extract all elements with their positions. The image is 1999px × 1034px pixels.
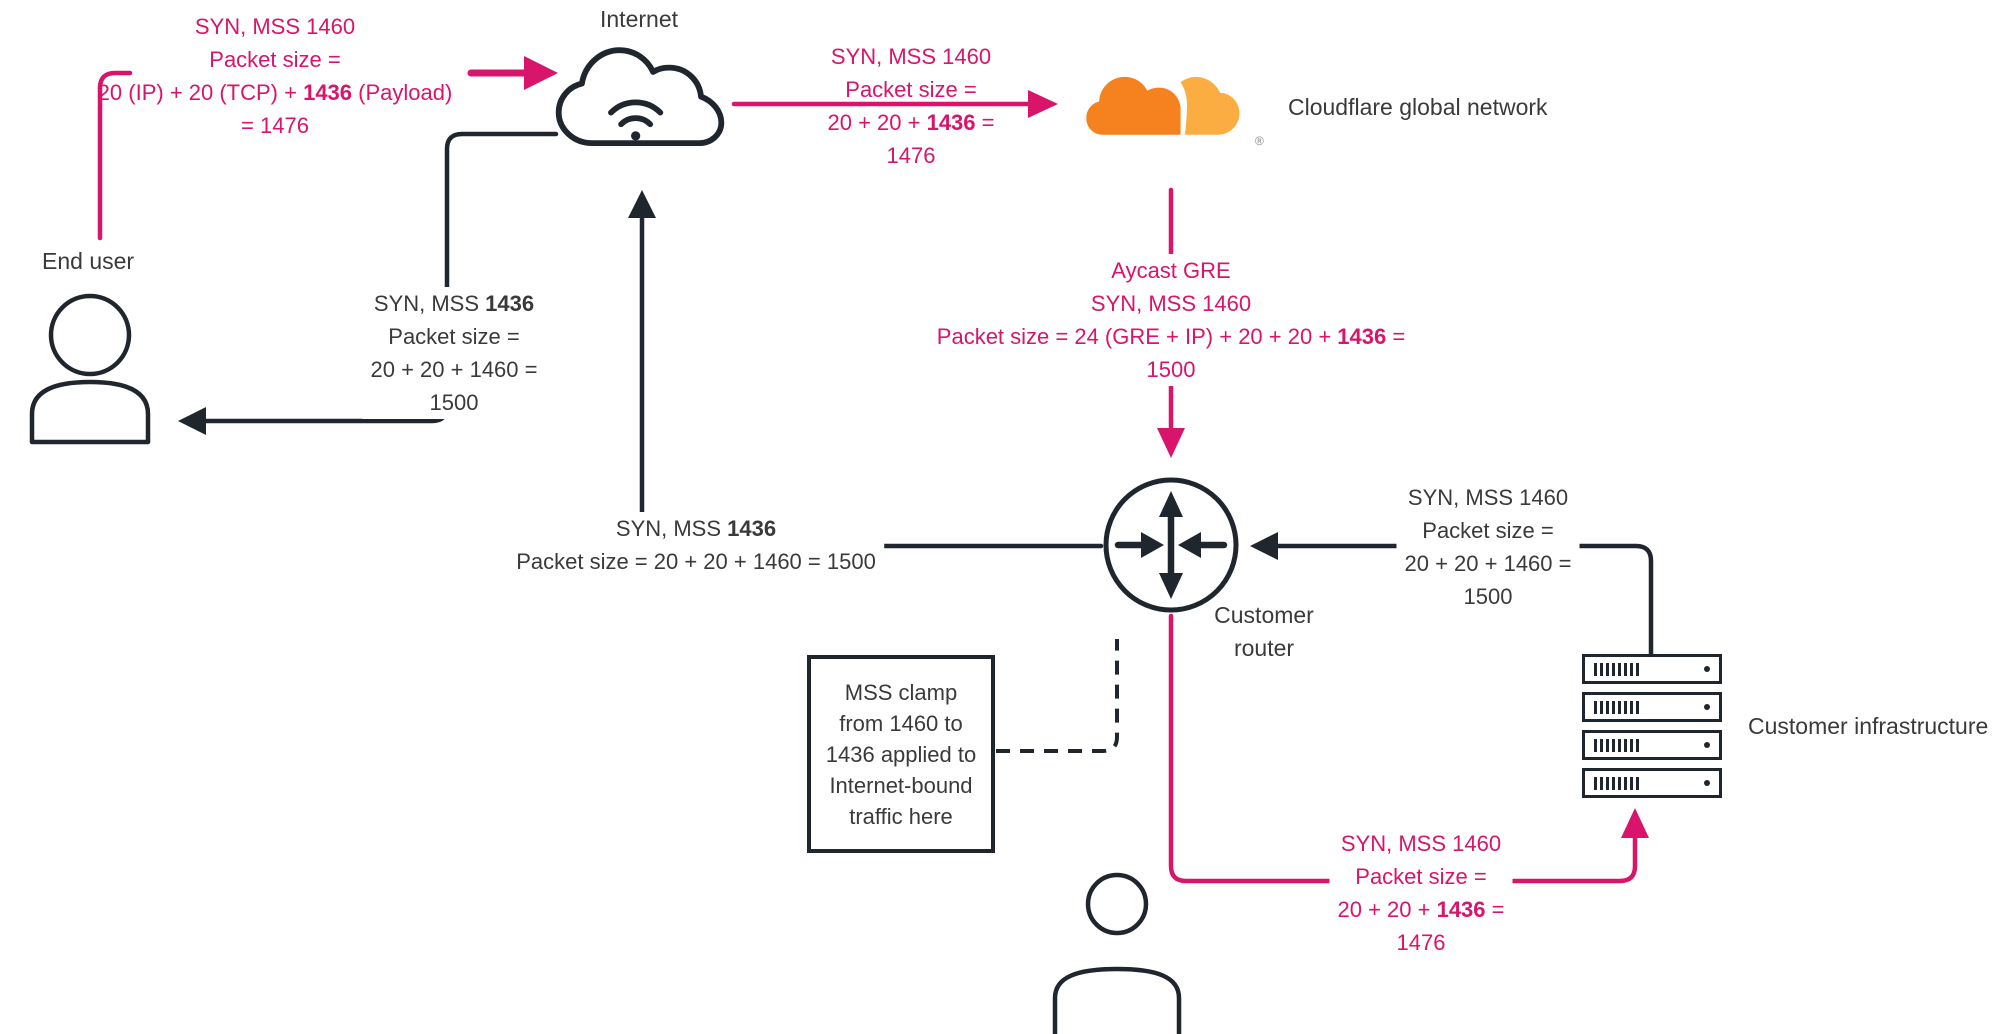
customer-router-label-line1: Customer bbox=[1214, 602, 1314, 628]
server-led-icon bbox=[1704, 742, 1710, 748]
server-vents-icon bbox=[1594, 662, 1639, 676]
server-led-icon bbox=[1704, 780, 1710, 786]
server-row bbox=[1582, 692, 1722, 722]
line-user-to-internet bbox=[97, 70, 133, 241]
dashed-line-clamp-note bbox=[996, 639, 1119, 753]
customer-router-label: Customer router bbox=[1214, 599, 1314, 665]
cloudflare-logo-icon bbox=[1086, 76, 1240, 135]
origin-user-person-icon bbox=[1052, 872, 1182, 1034]
arrow-into-internet bbox=[467, 56, 558, 90]
server-led-icon bbox=[1704, 666, 1710, 672]
customer-infrastructure-label: Customer infrastructure bbox=[1748, 713, 1989, 739]
internet-cloud-icon bbox=[555, 47, 725, 147]
server-row bbox=[1582, 768, 1722, 798]
server-vents-icon bbox=[1594, 738, 1639, 752]
server-stack-icon bbox=[1582, 654, 1722, 806]
arrow-internet-to-cloudflare bbox=[731, 90, 1058, 118]
customer-router-label-line2: router bbox=[1233, 635, 1295, 661]
server-row bbox=[1582, 730, 1722, 760]
end-user-label: End user bbox=[42, 248, 135, 274]
customer-router-icon bbox=[1103, 477, 1239, 613]
server-vents-icon bbox=[1594, 700, 1639, 714]
wifi-icon bbox=[608, 99, 664, 141]
arrow-infrastructure-to-router bbox=[1250, 532, 1654, 657]
arrow-internet-to-user bbox=[178, 131, 559, 435]
cloudflare-label: Cloudflare global network bbox=[1288, 94, 1548, 120]
router-arrows-icon bbox=[1114, 491, 1228, 599]
registered-trademark: ® bbox=[1255, 134, 1264, 148]
server-vents-icon bbox=[1594, 776, 1639, 790]
internet-label: Internet bbox=[600, 6, 678, 32]
server-led-icon bbox=[1704, 704, 1710, 710]
end-user-person-icon bbox=[29, 293, 151, 445]
server-row bbox=[1582, 654, 1722, 684]
